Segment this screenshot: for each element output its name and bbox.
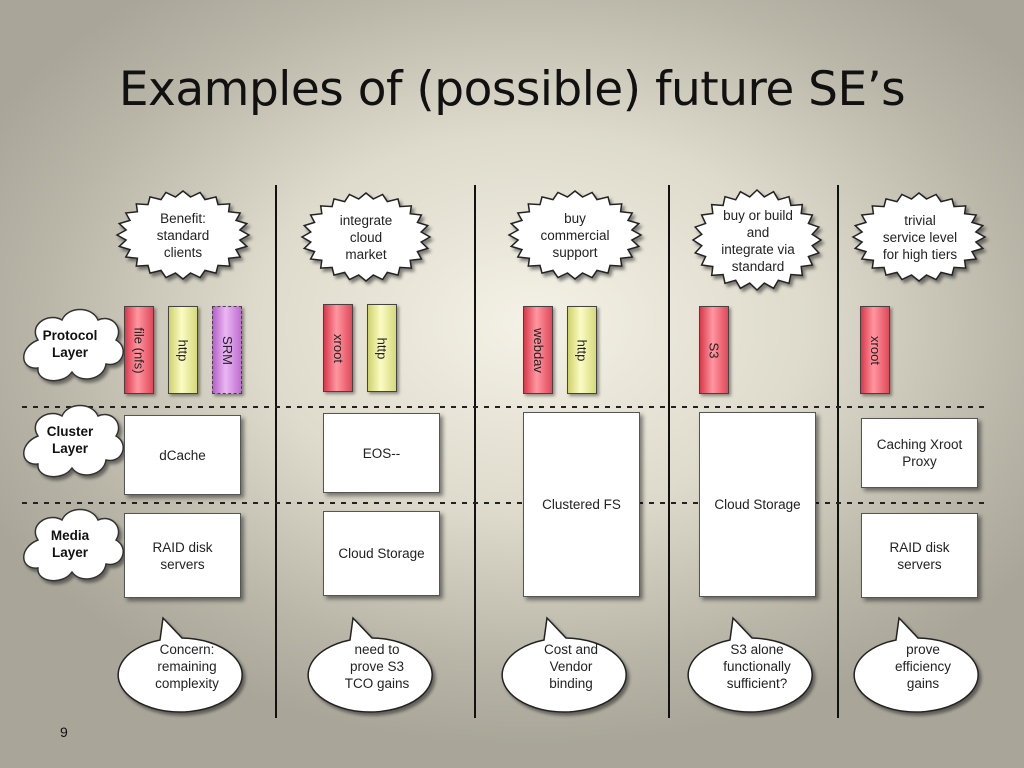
benefit-starbursts xyxy=(115,188,987,292)
media-layer-label: Media Layer xyxy=(50,528,90,560)
layer-cloud xyxy=(23,308,124,582)
concern-text: Cost and Vendor binding xyxy=(543,641,599,691)
benefit-starburst xyxy=(851,192,987,282)
protocol-badge: webdav xyxy=(523,306,553,394)
protocol-label: http xyxy=(374,337,390,359)
benefit-text: buy commercial support xyxy=(540,210,610,260)
media-box: RAID disk servers xyxy=(124,513,241,598)
cluster-box: Caching Xroot Proxy xyxy=(861,418,978,488)
protocol-label: http xyxy=(574,339,590,361)
protocol-badge: S3 xyxy=(699,306,729,394)
cluster-media-box: Clustered FS xyxy=(523,412,640,597)
protocol-label: webdav xyxy=(530,327,546,373)
protocol-layer-label: Protocol Layer xyxy=(42,328,98,360)
slide-title: Examples of (possible) future SE’s xyxy=(118,62,906,117)
protocol-badge: http xyxy=(567,306,597,394)
protocol-badge: xroot xyxy=(860,306,890,394)
protocol-badge: http xyxy=(168,306,198,394)
concern-text: Concern: remaining complexity xyxy=(155,641,219,691)
protocol-label: xroot xyxy=(867,335,883,365)
protocol-label: file (nfs) xyxy=(131,326,147,374)
cluster-box: dCache xyxy=(124,415,241,495)
page-number: 9 xyxy=(60,724,68,740)
protocol-badge: SRM xyxy=(212,306,242,394)
cluster-media-box: Cloud Storage xyxy=(699,412,816,597)
benefit-starburst xyxy=(691,188,823,292)
benefit-text: buy or build and integrate via standard xyxy=(721,208,795,274)
cluster-layer-label: Cluster Layer xyxy=(46,424,94,456)
protocol-badge: http xyxy=(367,304,397,392)
protocol-label: xroot xyxy=(330,333,346,363)
benefit-starburst xyxy=(115,190,251,280)
concern-text: prove efficiency gains xyxy=(894,641,952,691)
benefit-text: trivial service level for high tiers xyxy=(882,212,958,262)
protocol-label: SRM xyxy=(219,335,235,365)
concern-bubbles xyxy=(117,616,979,713)
benefit-starburst xyxy=(300,192,432,282)
benefit-text: integrate cloud market xyxy=(339,212,393,262)
protocol-label: S3 xyxy=(706,342,722,358)
protocol-badge: xroot xyxy=(323,304,353,392)
media-box: RAID disk servers xyxy=(861,513,978,598)
concern-text: need to prove S3 TCO gains xyxy=(344,641,410,691)
benefit-text: Benefit: standard clients xyxy=(156,210,210,260)
concern-text: S3 alone functionally sufficient? xyxy=(723,641,791,691)
cluster-box: EOS-- xyxy=(323,413,440,493)
protocol-label: http xyxy=(175,339,191,361)
protocol-badge: file (nfs) xyxy=(124,306,154,394)
benefit-starburst xyxy=(507,190,643,280)
media-box: Cloud Storage xyxy=(323,511,440,596)
